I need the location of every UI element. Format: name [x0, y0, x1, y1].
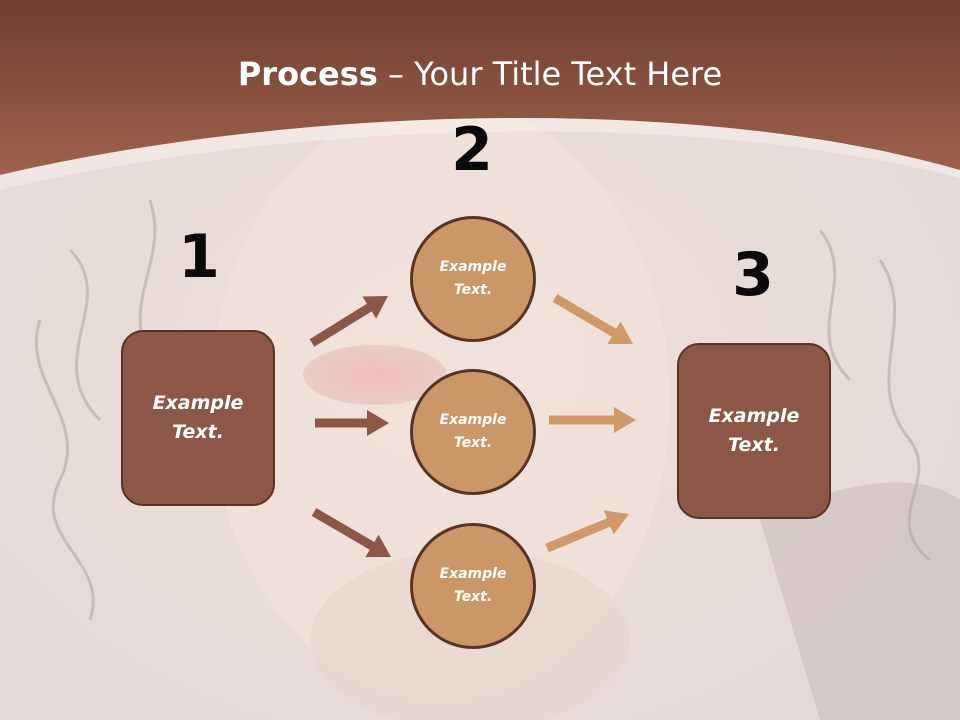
title-rest: – Your Title Text Here — [377, 55, 723, 93]
lips — [303, 345, 447, 405]
step-3-box: Example Text. — [677, 343, 831, 519]
arrow-node-1-to-3 — [552, 294, 633, 344]
step-3-text: Example Text. — [708, 405, 800, 456]
arrow-1-to-node-2 — [315, 410, 389, 436]
slide-title: Process – Your Title Text Here — [0, 52, 960, 96]
arrow-node-3-to-3 — [545, 510, 629, 553]
arrow-1-to-node-3 — [311, 508, 391, 558]
step-1-text: Example Text. — [152, 392, 244, 443]
header-band — [0, 0, 960, 175]
step-1-box: Example Text. — [121, 330, 275, 506]
shoulder-shadow — [760, 482, 960, 720]
arrow-1-to-node-1 — [309, 296, 388, 347]
middle-node-2: Example Text. — [410, 369, 536, 495]
step-number-3: 3 — [732, 240, 774, 310]
arrow-node-2-to-3 — [549, 407, 636, 433]
step-number-1: 1 — [178, 222, 220, 292]
middle-node-3-text: Example Text. — [439, 566, 507, 605]
title-bold: Process — [237, 55, 378, 93]
header-glow — [0, 117, 960, 190]
step-number-2: 2 — [451, 115, 493, 185]
middle-node-2-text: Example Text. — [439, 412, 507, 451]
middle-node-1: Example Text. — [410, 216, 536, 342]
middle-node-3: Example Text. — [410, 523, 536, 649]
middle-node-1-text: Example Text. — [439, 259, 507, 298]
